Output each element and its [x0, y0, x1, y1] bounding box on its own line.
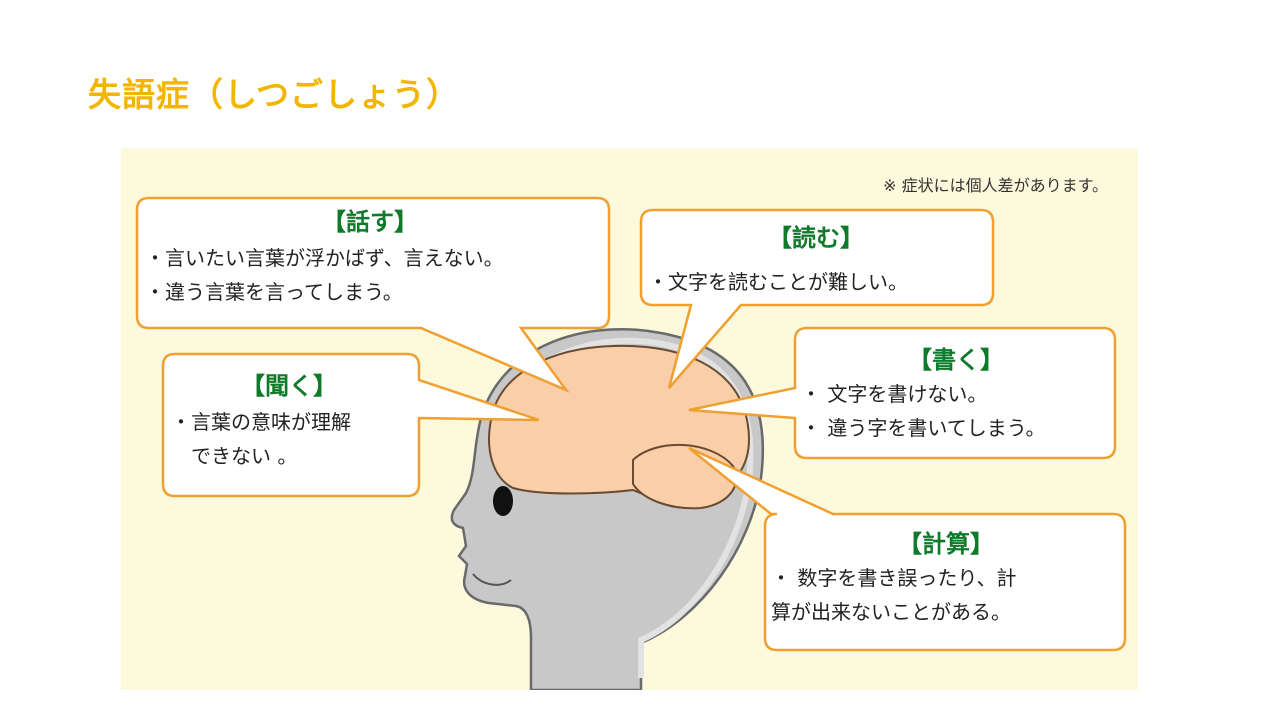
bubble-keisan-shape [688, 446, 1127, 652]
bubble-calculation: 【計算】 ・ 数字を書き誤ったり、計 算が出来ないことがある。 [771, 524, 1121, 629]
aphasia-illustration: ※ 症状には個人差があります。 【話す】 ・言いたい言葉が浮かばず、言えない。 … [121, 148, 1138, 690]
bubble-reading-title: 【読む】 [768, 224, 864, 252]
bubble-listening-line-2: できない 。 [171, 444, 298, 468]
bubble-listening-line-1: ・言葉の意味が理解 [171, 410, 351, 434]
bubble-kiku-shape [161, 352, 540, 498]
bubble-speaking-line-1: ・言いたい言葉が浮かばず、言えない。 [145, 246, 504, 270]
bubble-writing-line-2: ・ 違う字を書いてしまう。 [801, 416, 1046, 440]
bubble-writing-line-1: ・ 文字を書けない。 [801, 382, 988, 406]
bubble-writing-title: 【書く】 [908, 346, 1004, 374]
bubble-speaking-line-2: ・違う言葉を言ってしまう。 [145, 280, 403, 304]
bubble-kaku-shape [688, 326, 1117, 460]
eye [493, 486, 513, 516]
bubble-calculation-title: 【計算】 [898, 530, 994, 558]
bubble-listening-title: 【聞く】 [241, 372, 337, 400]
bubble-calculation-line-1: ・ 数字を書き誤ったり、計 [771, 566, 1017, 590]
illustration-art [135, 196, 1127, 690]
bubble-writing: 【書く】 ・ 文字を書けない。 ・ 違う字を書いてしまう。 [801, 340, 1111, 445]
bubble-listening: 【聞く】 ・言葉の意味が理解 できない 。 [171, 366, 411, 473]
bubble-reading: 【読む】 ・文字を読むことが難しい。 [648, 218, 984, 299]
bubble-speaking: 【話す】 ・言いたい言葉が浮かばず、言えない。 ・違う言葉を言ってしまう。 [145, 202, 605, 309]
bubble-reading-line-1: ・文字を読むことが難しい。 [648, 270, 908, 294]
bubble-speaking-title: 【話す】 [322, 208, 418, 236]
slide-title: 失語症（しつごしょう） [88, 75, 461, 114]
mouth [472, 573, 512, 586]
bubble-yomu-shape [639, 208, 995, 389]
bubble-calculation-line-2: 算が出来ないことがある。 [771, 600, 1011, 624]
bubble-hanasu-shape [135, 196, 611, 393]
individual-difference-note: ※ 症状には個人差があります。 [883, 176, 1108, 195]
